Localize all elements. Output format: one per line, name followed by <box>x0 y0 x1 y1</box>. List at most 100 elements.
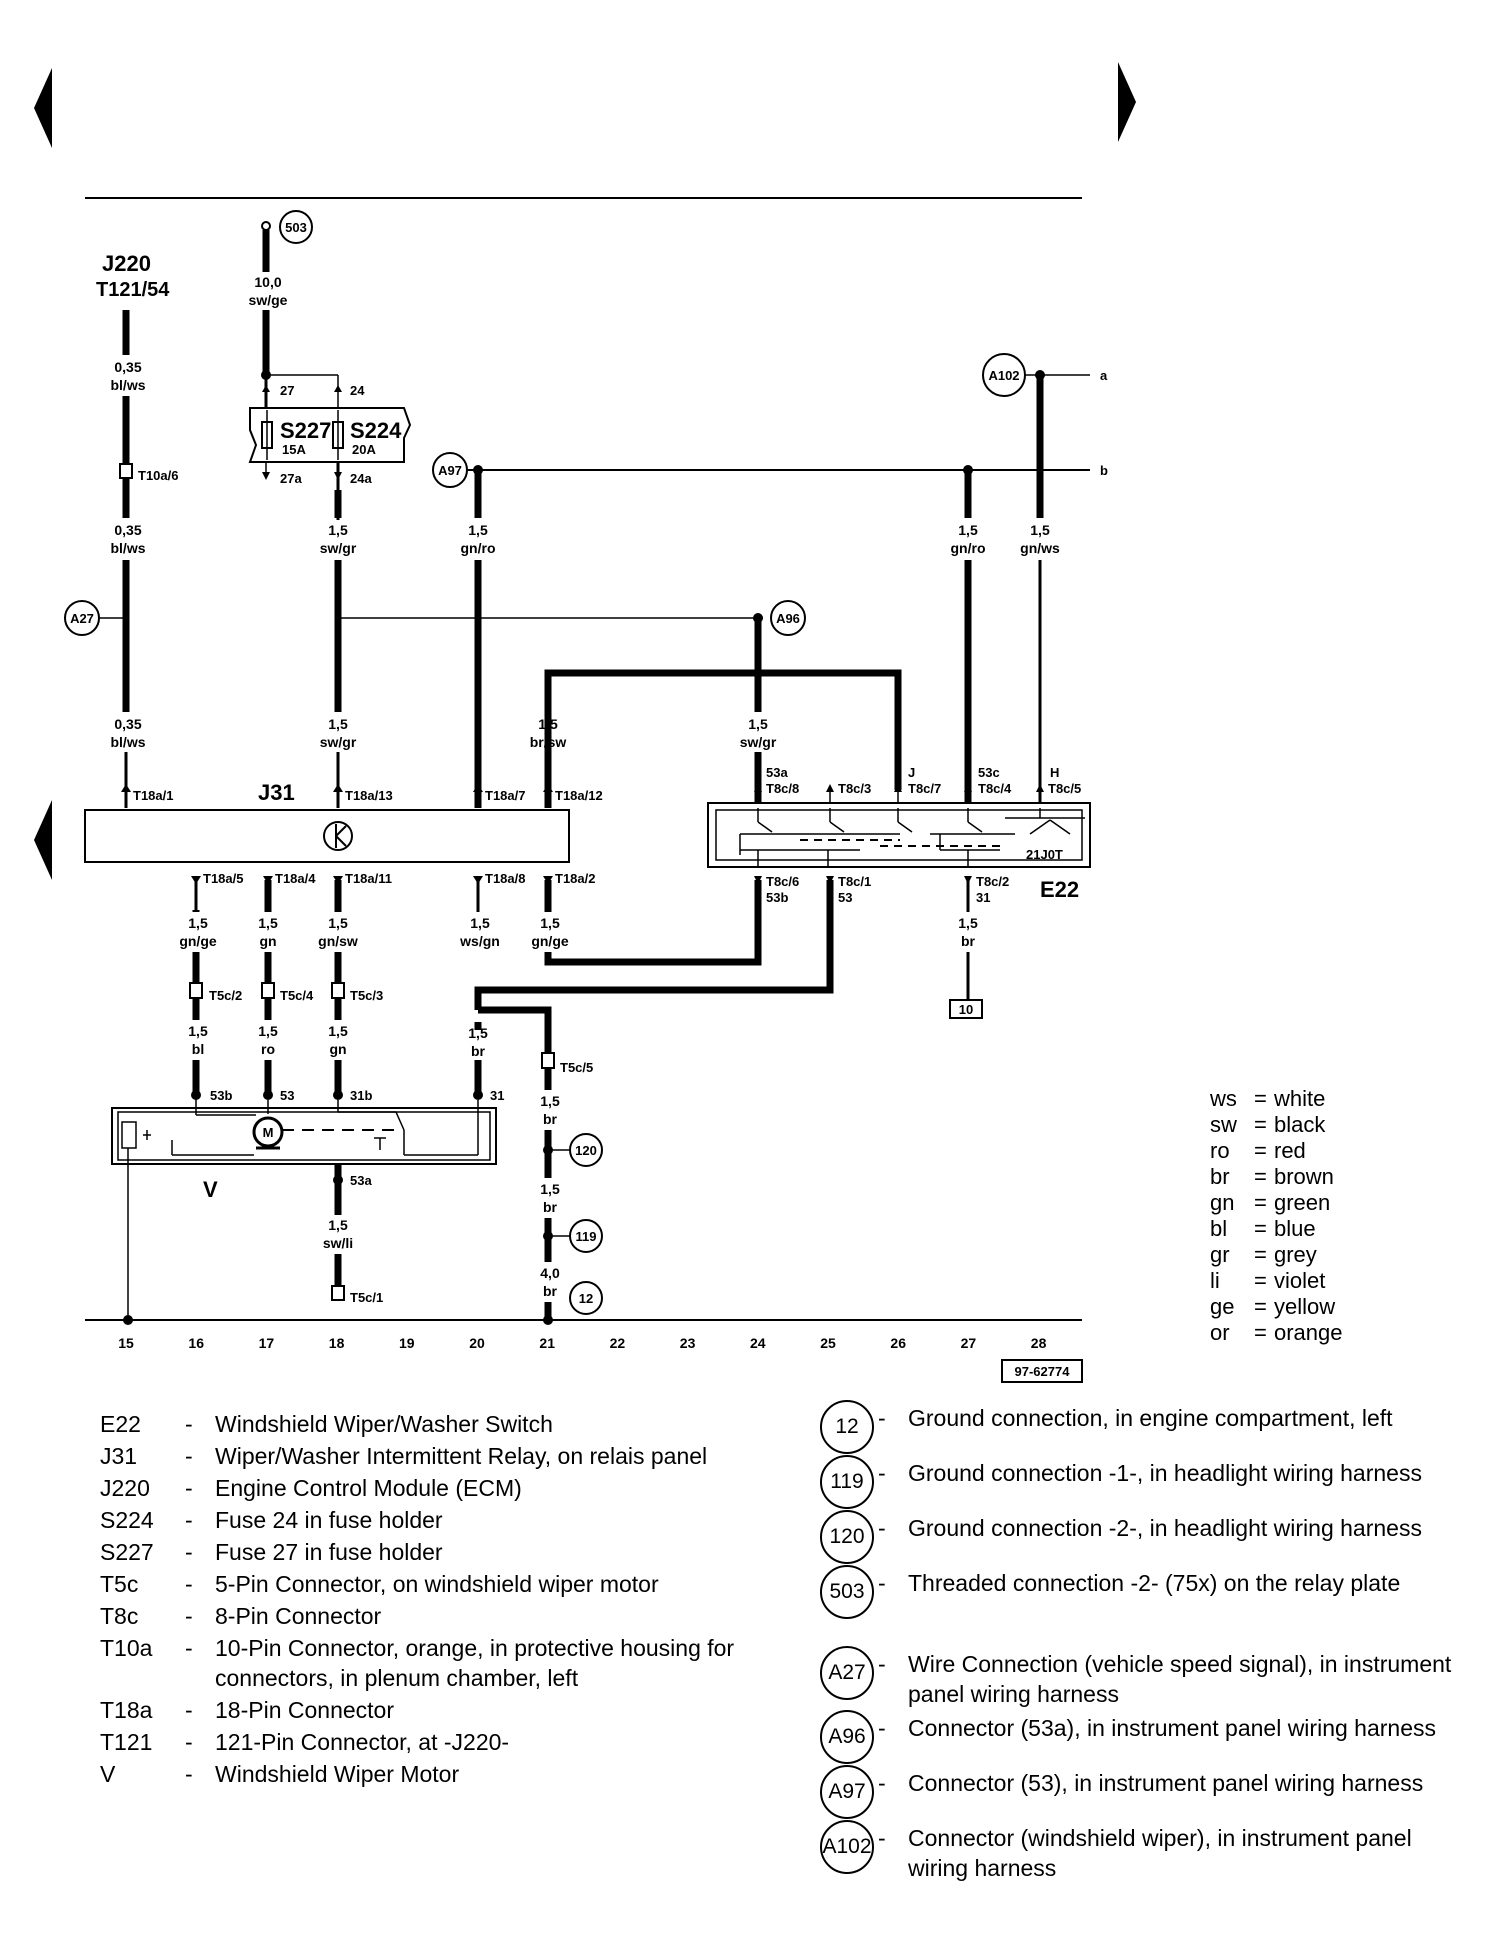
fuse-s224-amp: 20A <box>352 442 376 457</box>
connection-a27-label: A27 <box>70 611 94 626</box>
legend-code: 120 <box>820 1510 874 1564</box>
legend-code: T8c <box>100 1603 139 1629</box>
legend-desc: 10-Pin Connector, orange, in protective … <box>215 1635 735 1691</box>
legend-dash: - <box>878 1570 886 1596</box>
wire-label: sw/li <box>323 1235 353 1251</box>
ruler-tick: 17 <box>259 1335 275 1351</box>
legend-row: 503-Threaded connection -2- (75x) on the… <box>820 1565 1470 1619</box>
legend-desc: Wiper/Washer Intermittent Relay, on rela… <box>215 1443 708 1469</box>
legend-row: 120-Ground connection -2-, in headlight … <box>820 1510 1470 1564</box>
wire-label: 1,5 <box>468 1025 488 1041</box>
ruler-tick: 25 <box>820 1335 836 1351</box>
diagram-id: 97-62774 <box>1015 1364 1071 1379</box>
wire-label: 1,5 <box>328 716 348 732</box>
pin-label: 27a <box>280 471 302 486</box>
wire-label: gn/ge <box>531 933 569 949</box>
legend-code: A27 <box>820 1646 874 1700</box>
pin-label: T18a/7 <box>485 788 525 803</box>
color-code-equals: = <box>1254 1242 1267 1267</box>
legend-row: T10a-10-Pin Connector, orange, in protec… <box>100 1633 740 1693</box>
motor-terminal-dots <box>191 1090 483 1100</box>
wire-label: bl/ws <box>110 540 145 556</box>
pin-label: T8c/7 <box>908 781 941 796</box>
legend-desc: Windshield Wiper/Washer Switch <box>215 1411 553 1437</box>
ground-box-10-label: 10 <box>959 1002 973 1017</box>
wire-label: br <box>543 1199 558 1215</box>
fuse-s227-amp: 15A <box>282 442 306 457</box>
diagram-id-box <box>1001 1359 1083 1383</box>
ruler-tick: 21 <box>539 1335 555 1351</box>
pin-arrow <box>826 784 834 792</box>
legend-desc: Threaded connection -2- (75x) on the rel… <box>908 1570 1401 1596</box>
ruler-tick: 16 <box>188 1335 204 1351</box>
connector-icon <box>189 982 203 999</box>
legend-dash: - <box>185 1603 193 1629</box>
ruler-tick: 26 <box>890 1335 906 1351</box>
pin-arrow <box>121 784 131 792</box>
continuation-b: b <box>1100 463 1108 478</box>
wire-label: br <box>471 1043 486 1059</box>
pin-label: 53 <box>280 1088 294 1103</box>
legend-desc: Ground connection -2-, in headlight wiri… <box>908 1515 1422 1541</box>
previous-page-arrow[interactable] <box>34 68 52 148</box>
wire-label: 1,5 <box>258 1023 278 1039</box>
previous-section-arrow[interactable] <box>34 800 52 880</box>
color-code-equals: = <box>1254 1164 1267 1189</box>
wire-label: 1,5 <box>328 915 348 931</box>
connection-12-label: 12 <box>579 1291 593 1306</box>
legend-desc: Wire Connection (vehicle speed signal), … <box>908 1651 1452 1707</box>
legend-desc: Ground connection, in engine compartment… <box>908 1405 1393 1431</box>
connector-icon <box>331 982 345 999</box>
switch-e22-dashes <box>800 839 1000 847</box>
wire-label: 1,5 <box>188 1023 208 1039</box>
legend-code: 12 <box>820 1400 874 1454</box>
pin-label: H <box>1050 765 1059 780</box>
pin-label: 53a <box>766 765 788 780</box>
wire-label: 1,5 <box>1030 522 1050 538</box>
j31-label: J31 <box>258 780 295 805</box>
wire-label: sw/gr <box>740 734 777 750</box>
e22-label: E22 <box>1040 877 1079 902</box>
legend-dash: - <box>185 1635 193 1661</box>
legend-row: T8c-8-Pin Connector <box>100 1601 740 1631</box>
legend-code: T18a <box>100 1697 153 1723</box>
pin-label: T8c/2 <box>976 874 1009 889</box>
ruler-tick: 18 <box>329 1335 345 1351</box>
legend-dash: - <box>185 1729 193 1755</box>
pin-label: T5c/5 <box>560 1060 593 1075</box>
legend-desc: Fuse 24 in fuse holder <box>215 1507 443 1533</box>
pin-label: T18a/13 <box>345 788 393 803</box>
legend-row: A96-Connector (53a), in instrument panel… <box>820 1710 1470 1764</box>
pin-label: T18a/1 <box>133 788 173 803</box>
next-page-arrow[interactable] <box>1118 62 1136 142</box>
legend-row: S227-Fuse 27 in fuse holder <box>100 1537 740 1567</box>
wire-label: 1,5 <box>470 915 490 931</box>
pin-arrow <box>754 784 762 792</box>
legend-desc: Ground connection -1-, in headlight wiri… <box>908 1460 1422 1486</box>
connector-icon <box>541 1052 555 1069</box>
color-code: or <box>1210 1320 1230 1345</box>
wire-label: 1,5 <box>328 1217 348 1233</box>
legend-code: T5c <box>100 1571 139 1597</box>
wire-label: 1,5 <box>188 915 208 931</box>
pin-label: T18a/2 <box>555 871 595 886</box>
color-code-equals: = <box>1254 1086 1267 1111</box>
pin-label: J <box>908 765 915 780</box>
wire-label: br <box>543 1111 558 1127</box>
wiper-motor-v-inner <box>117 1111 491 1161</box>
legend-row: T5c-5-Pin Connector, on windshield wiper… <box>100 1569 740 1599</box>
pin-label: 53a <box>350 1173 372 1188</box>
pin-arrow <box>262 472 270 480</box>
wire-label: 10,0 <box>254 274 281 290</box>
pin-arrow <box>543 784 553 792</box>
pin-label: T10a/6 <box>138 468 178 483</box>
legend-row: 12-Ground connection, in engine compartm… <box>820 1400 1470 1454</box>
wire-t8c1 <box>474 880 834 1010</box>
wire-label: 1,5 <box>328 1023 348 1039</box>
wire-label: gn/ro <box>951 540 986 556</box>
connection-119-label: 119 <box>576 1229 597 1244</box>
wire-label: br/sw <box>530 734 567 750</box>
pin-arrow <box>964 784 972 792</box>
legend-desc: 5-Pin Connector, on windshield wiper mot… <box>215 1571 659 1597</box>
connector-icon <box>331 1285 345 1301</box>
